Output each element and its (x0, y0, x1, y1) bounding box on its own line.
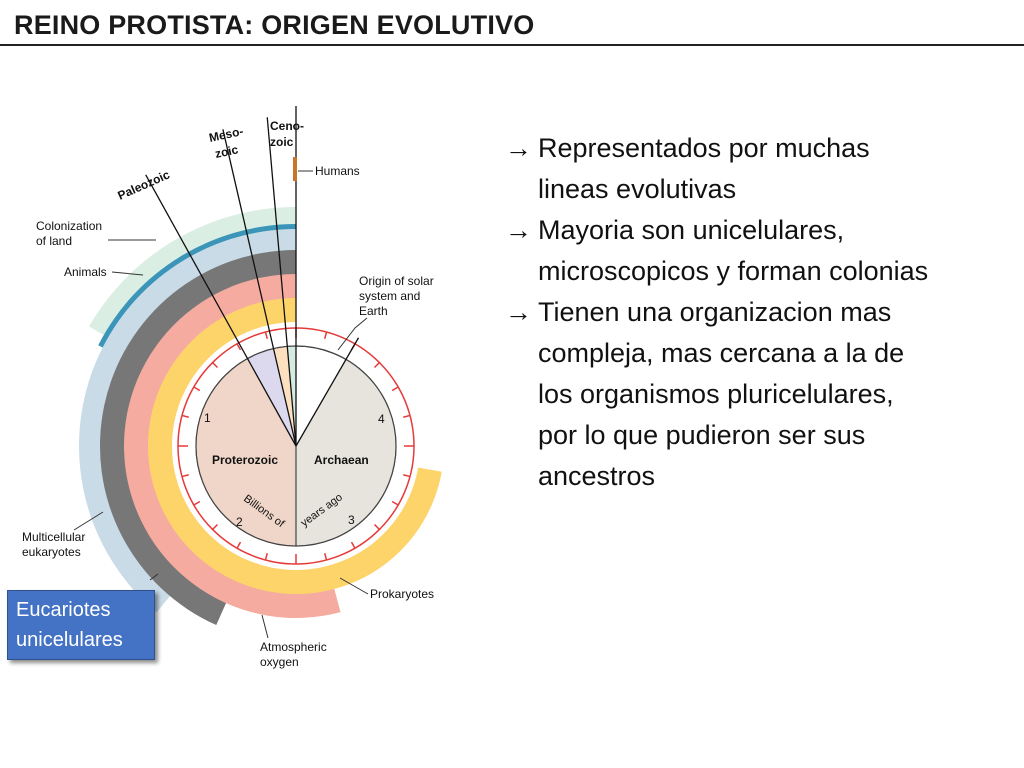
bullet-text-line: por lo que pudieron ser sus (538, 420, 866, 450)
paleozoic-label: Paleozoic (116, 167, 173, 202)
mesozoic-label-line2: zoic (214, 142, 240, 161)
bullet-text-line: los organismos pluricelulares, (538, 379, 894, 409)
gray-band-leader (149, 573, 159, 581)
clock-tick (391, 386, 399, 392)
tick-number-4: 4 (378, 412, 385, 426)
mesozoic-boundary-line (222, 129, 297, 447)
callout-line1: Eucariotes (16, 599, 111, 621)
arrow-icon: → (505, 297, 532, 327)
clock-tick (212, 523, 219, 530)
bullet-text-line: Mayoria son unicelulares, (538, 215, 845, 245)
multicellular-leader (73, 511, 104, 531)
eucariotes-unicelulares-callout: Eucariotes unicelulares (7, 590, 155, 660)
clock-tick (373, 523, 380, 530)
clock-tick (193, 386, 201, 392)
clock-tick (264, 331, 268, 339)
tick-number-2: 2 (236, 515, 243, 529)
clock-tick (324, 553, 328, 561)
bullet-item: → Representados por muchas lineas evolut… (505, 128, 1015, 210)
bullet-list: → Representados por muchas lineas evolut… (505, 128, 1015, 497)
clock-tick (236, 343, 242, 351)
origin-label-line1: Origin of solar (359, 274, 434, 288)
bullet-text-line: compleja, mas cercana a la de (538, 338, 905, 368)
clock-tick (181, 474, 189, 478)
tick-number-3: 3 (348, 513, 355, 527)
title-underline (0, 44, 1024, 46)
clock-tick (324, 331, 328, 339)
clock-tick (212, 362, 219, 369)
animals-leader (111, 271, 144, 276)
oxygen-leader (261, 614, 269, 639)
colonization-label-line2: of land (36, 234, 72, 248)
clock-tick (403, 414, 411, 418)
cenozoic-boundary-line (266, 117, 297, 447)
animals-label: Animals (64, 265, 107, 279)
multicellular-label-line2: eukaryotes (22, 545, 81, 559)
clock-tick (373, 362, 380, 369)
clock-tick (403, 474, 411, 478)
origin-label-line2: system and (359, 289, 420, 303)
oxygen-label-line1: Atmospheric (260, 640, 327, 654)
origin-leader (337, 317, 368, 351)
clock-tick (350, 541, 356, 549)
clock-tick (193, 500, 201, 506)
cenozoic-label-line2: zoic (270, 135, 294, 149)
cenozoic-label-line1: Ceno- (270, 119, 304, 133)
humans-marker (293, 157, 297, 181)
archaean-label: Archaean (314, 453, 369, 467)
bullet-item: → Tienen una organizacion mas compleja, … (505, 292, 1015, 497)
arrow-icon: → (505, 215, 532, 245)
clock-tick (181, 414, 189, 418)
clock-tick (391, 500, 399, 506)
proterozoic-sector (195, 358, 296, 546)
earth-origin-line (295, 337, 360, 447)
colonization-label-line1: Colonization (36, 219, 102, 233)
origin-label-line3: Earth (359, 304, 388, 318)
bullet-text-line: Representados por muchas (538, 133, 870, 163)
paleozoic-boundary-line (145, 174, 297, 447)
prokaryotes-label: Prokaryotes (370, 587, 434, 601)
bullet-text-line: ancestros (538, 461, 656, 491)
humans-label: Humans (315, 164, 360, 178)
oxygen-label-line2: oxygen (260, 655, 299, 669)
multicellular-label-line1: Multicellular (22, 530, 85, 544)
proterozoic-label: Proterozoic (212, 453, 278, 467)
paleozoic-sector (247, 348, 296, 446)
slide-title: REINO PROTISTA: ORIGEN EVOLUTIVO (14, 10, 535, 40)
prokaryotes-leader (339, 577, 369, 595)
bullet-item: → Mayoria son unicelulares, microscopico… (505, 210, 1015, 292)
callout-line2: unicelulares (16, 629, 123, 651)
bullet-text-line: lineas evolutivas (538, 174, 737, 204)
arrow-icon: → (505, 133, 532, 163)
archaean-sector (296, 359, 396, 546)
clock-tick (264, 553, 268, 561)
tick-number-1: 1 (204, 411, 211, 425)
bullet-text-line: microscopicos y forman colonias (538, 256, 929, 286)
bullet-text-line: Tienen una organizacion mas (538, 297, 892, 327)
clock-tick (236, 541, 242, 549)
